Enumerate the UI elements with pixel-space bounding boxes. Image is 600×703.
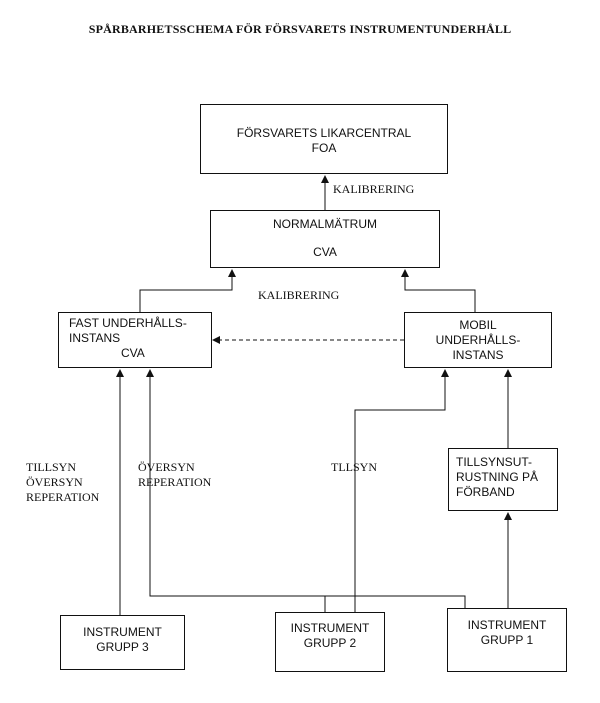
label-left-line-1: TILLSYN (26, 460, 76, 474)
grupp2-line-2: GRUPP 2 (303, 636, 357, 650)
grupp3-line-2: GRUPP 3 (96, 640, 149, 654)
label-midleft-edge: ÖVERSYN REPERATION (138, 460, 211, 490)
foa-box: FÖRSVARETS LIKARCENTRAL FOA (200, 104, 448, 174)
fast-line-2: INSTANS (69, 331, 121, 345)
fast-line-3: CVA (121, 346, 145, 360)
grupp1-box: INSTRUMENT GRUPP 1 (447, 608, 567, 672)
foa-line-2: FOA (311, 141, 337, 155)
normal-line-1: NORMALMÄTRUM (273, 217, 377, 231)
mobil-line-2: UNDERHÅLLS- (435, 333, 521, 347)
label-mid-edge: TLLSYN (331, 460, 377, 474)
arrow-mobil-to-normal (401, 269, 476, 312)
grupp1-line-1: INSTRUMENT (467, 618, 547, 632)
diagram-title: SPÅRBARHETSSCHEMA FÖR FÖRSVARETS INSTRUM… (88, 22, 512, 36)
label-left-line-3: REPERATION (26, 490, 100, 504)
grupp2-box: INSTRUMENT GRUPP 2 (275, 612, 385, 672)
arrow-g2-to-mobil (354, 369, 449, 612)
grupp3-line-1: INSTRUMENT (83, 625, 162, 639)
mobil-box: MOBIL UNDERHÅLLS- INSTANS (404, 312, 552, 368)
label-kalibrering-top: KALIBRERING (333, 182, 415, 196)
tillsynsut-box: TILLSYNSUT- RUSTNING PÅ FÖRBAND (448, 448, 558, 511)
tillsynsut-line-3: FÖRBAND (456, 485, 515, 499)
arrow-fast-to-normal (139, 269, 236, 312)
grupp3-box: INSTRUMENT GRUPP 3 (60, 615, 185, 670)
foa-line-1: FÖRSVARETS LIKARCENTRAL (236, 126, 412, 140)
mobil-line-1: MOBIL (459, 318, 497, 332)
mobil-line-3: INSTANS (452, 348, 504, 362)
label-left-edge: TILLSYN ÖVERSYN REPERATION (26, 460, 99, 505)
tillsynsut-line-2: RUSTNING PÅ (456, 470, 539, 484)
label-kalibrering-mid: KALIBRERING (258, 288, 340, 302)
fast-line-1: FAST UNDERHÅLLS- (69, 316, 187, 330)
grupp1-line-2: GRUPP 1 (480, 633, 534, 647)
label-midleft-line-1: ÖVERSYN (138, 460, 195, 474)
fast-box: FAST UNDERHÅLLS- INSTANS CVA (58, 312, 212, 368)
tillsynsut-line-1: TILLSYNSUT- (456, 455, 533, 469)
grupp2-line-1: INSTRUMENT (290, 621, 370, 635)
normal-line-2: CVA (313, 245, 337, 259)
normal-box: NORMALMÄTRUM CVA (210, 210, 440, 268)
arrow-bus-to-fast (146, 369, 466, 612)
label-midleft-line-2: REPERATION (138, 475, 212, 489)
label-left-line-2: ÖVERSYN (26, 475, 83, 489)
